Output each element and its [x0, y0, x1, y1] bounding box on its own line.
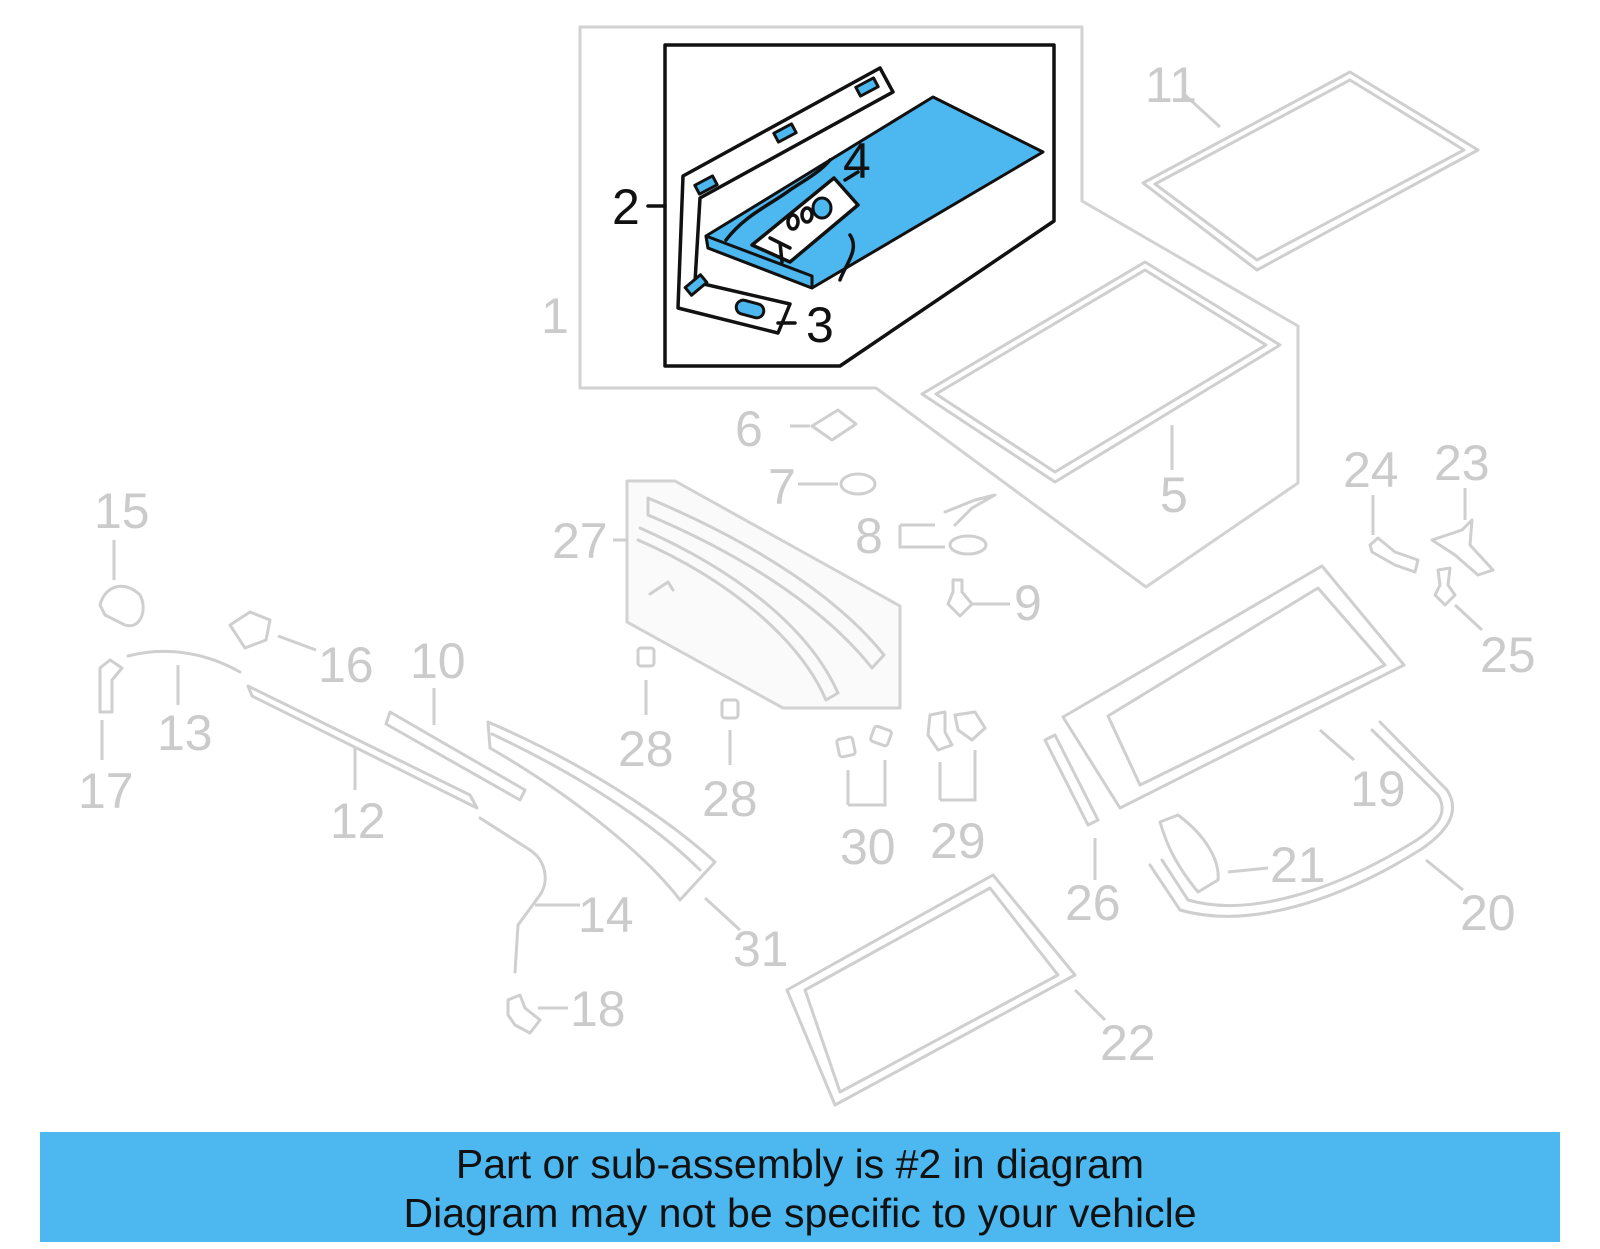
parts-diagram: 1 2 3 4 5 6 7 8 9 10 11 12 13 14 15 16 1… — [78, 25, 1536, 1107]
part-5-glass — [920, 260, 1282, 484]
part-19-window — [1061, 564, 1406, 810]
callout-10: 10 — [410, 633, 466, 689]
callout-21: 21 — [1270, 837, 1326, 893]
callout-28a: 28 — [618, 721, 674, 777]
hardware-6-9 — [790, 408, 1010, 618]
parts-21-26 — [785, 488, 1495, 1107]
callout-27: 27 — [552, 513, 608, 569]
banner-line-disclaimer: Diagram may not be specific to your vehi… — [403, 1190, 1197, 1236]
callout-30: 30 — [840, 819, 896, 875]
callout-11: 11 — [1145, 57, 1197, 113]
callout-3: 3 — [806, 297, 834, 353]
callout-7: 7 — [768, 459, 796, 515]
callout-31: 31 — [733, 921, 789, 977]
sub-assembly-2-box — [646, 43, 1056, 368]
callout-4: 4 — [843, 133, 871, 189]
callout-25: 25 — [1480, 627, 1536, 683]
callout-28b: 28 — [702, 771, 758, 827]
callout-15: 15 — [94, 483, 150, 539]
part-27-rails — [613, 479, 902, 710]
callout-22: 22 — [1100, 1015, 1156, 1071]
callout-14: 14 — [578, 887, 634, 943]
callout-9: 9 — [1014, 575, 1042, 631]
callout-26: 26 — [1065, 875, 1121, 931]
callout-16: 16 — [318, 637, 374, 693]
callout-29: 29 — [930, 813, 986, 869]
callout-19: 19 — [1350, 761, 1406, 817]
callout-24: 24 — [1343, 442, 1399, 498]
callout-6: 6 — [735, 401, 763, 457]
info-banner: Part or sub-assembly is #2 in diagram Di… — [40, 1132, 1560, 1242]
callout-labels: 1 2 3 4 5 6 7 8 9 10 11 12 13 14 15 16 1… — [78, 57, 1536, 1071]
brackets-15-18 — [98, 540, 568, 1035]
callout-2: 2 — [612, 179, 640, 235]
callout-8: 8 — [855, 508, 883, 564]
banner-line-part: Part or sub-assembly is #2 in diagram — [455, 1141, 1145, 1187]
callout-23: 23 — [1434, 435, 1490, 491]
part-11-panel — [1141, 70, 1480, 272]
callout-5: 5 — [1160, 467, 1188, 523]
clips-28-30 — [636, 646, 987, 807]
callout-12: 12 — [330, 793, 386, 849]
callout-18: 18 — [570, 981, 626, 1037]
callout-13: 13 — [157, 705, 213, 761]
callout-1: 1 — [541, 288, 569, 344]
side-rails — [126, 649, 742, 974]
callout-20: 20 — [1460, 885, 1516, 941]
callout-17: 17 — [78, 763, 134, 819]
part-20-seal — [1148, 720, 1464, 918]
